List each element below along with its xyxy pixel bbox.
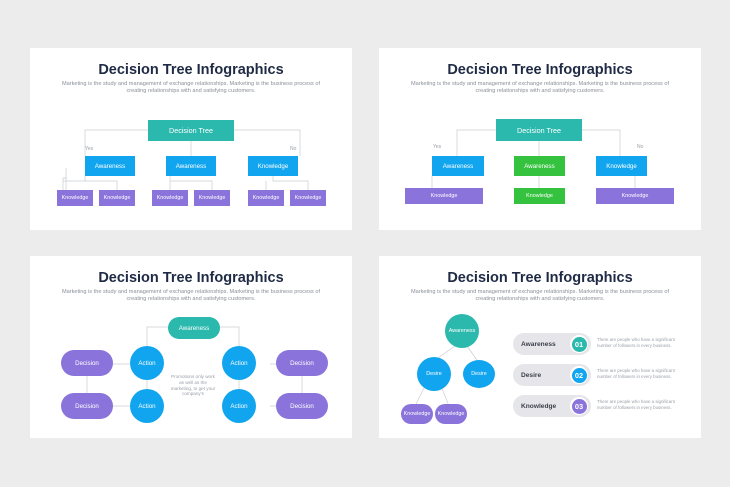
decision-node: Decision xyxy=(276,350,328,376)
row-label: Desire xyxy=(521,371,542,379)
yes-label: Yes xyxy=(85,146,94,152)
connector-lines xyxy=(431,129,636,188)
row-pill: Desire 02 xyxy=(513,364,591,386)
level2-node: Knowledge xyxy=(248,156,298,176)
slide-decision-tree-3: Decision Tree Infographics Marketing is … xyxy=(30,256,352,438)
level3-node: Knowledge xyxy=(57,190,93,206)
level3-node: Knowledge xyxy=(248,190,284,206)
slide-decision-tree-4: Decision Tree Infographics Marketing is … xyxy=(379,256,701,438)
level3-node: Knowledge xyxy=(514,188,565,204)
level3-node: Knowledge xyxy=(194,190,230,206)
row-number: 02 xyxy=(571,367,587,383)
tree-mid-node: Desire xyxy=(417,357,451,391)
action-node: Action xyxy=(222,346,256,380)
no-label: No xyxy=(290,146,297,152)
slide-decision-tree-1: Decision Tree Infographics Marketing is … xyxy=(30,48,352,230)
level2-node: Awareness xyxy=(514,156,565,176)
level2-node: Knowledge xyxy=(596,156,647,176)
row-number: 01 xyxy=(571,336,587,352)
level2-node: Awareness xyxy=(166,156,216,176)
level3-node: Knowledge xyxy=(405,188,483,204)
level3-node: Knowledge xyxy=(99,190,135,206)
level3-node: Knowledge xyxy=(290,190,326,206)
level2-node: Awareness xyxy=(85,156,135,176)
row-label: Awareness xyxy=(521,340,556,348)
slide-title: Decision Tree Infographics xyxy=(98,270,284,286)
row-pill: Awareness 01 xyxy=(513,333,591,355)
row-number: 03 xyxy=(571,398,587,414)
tree-leaf-node: Knowledge xyxy=(435,404,467,424)
level3-node: Knowledge xyxy=(152,190,188,206)
row-description: There are people who have a significant … xyxy=(597,399,675,410)
slide-subtitle: Marketing is the study and management of… xyxy=(61,81,321,95)
action-node: Action xyxy=(130,389,164,423)
row-pill: Knowledge 03 xyxy=(513,395,591,417)
slide-subtitle: Marketing is the study and management of… xyxy=(410,81,670,95)
action-node: Action xyxy=(222,389,256,423)
slide-subtitle: Marketing is the study and management of… xyxy=(410,289,670,303)
connector-lines xyxy=(62,129,309,190)
no-label: No xyxy=(637,144,644,150)
tree-leaf-node: Knowledge xyxy=(401,404,433,424)
tree-root-node: Awareness xyxy=(445,314,479,348)
row-number-badge: 03 xyxy=(570,397,588,415)
center-description: Promotions only work as well as the mark… xyxy=(170,374,216,397)
decision-node: Decision xyxy=(276,393,328,419)
level3-node: Knowledge xyxy=(596,188,674,204)
tree-mid-node: Desire xyxy=(463,360,495,388)
root-node: Decision Tree xyxy=(148,120,234,141)
root-node: Awareness xyxy=(168,317,220,339)
slide-subtitle: Marketing is the study and management of… xyxy=(61,289,321,303)
row-number-badge: 02 xyxy=(570,366,588,384)
row-description: There are people who have a significant … xyxy=(597,337,675,348)
decision-node: Decision xyxy=(61,393,113,419)
row-label: Knowledge xyxy=(521,402,557,410)
row-number-badge: 01 xyxy=(570,335,588,353)
level2-node: Awareness xyxy=(432,156,484,176)
slide-title: Decision Tree Infographics xyxy=(447,62,633,78)
slide-title: Decision Tree Infographics xyxy=(98,62,284,78)
row-description: There are people who have a significant … xyxy=(597,368,675,379)
yes-label: Yes xyxy=(433,144,442,150)
slide-decision-tree-2: Decision Tree Infographics Marketing is … xyxy=(379,48,701,230)
root-node: Decision Tree xyxy=(496,119,582,141)
slide-title: Decision Tree Infographics xyxy=(447,270,633,286)
action-node: Action xyxy=(130,346,164,380)
decision-node: Decision xyxy=(61,350,113,376)
